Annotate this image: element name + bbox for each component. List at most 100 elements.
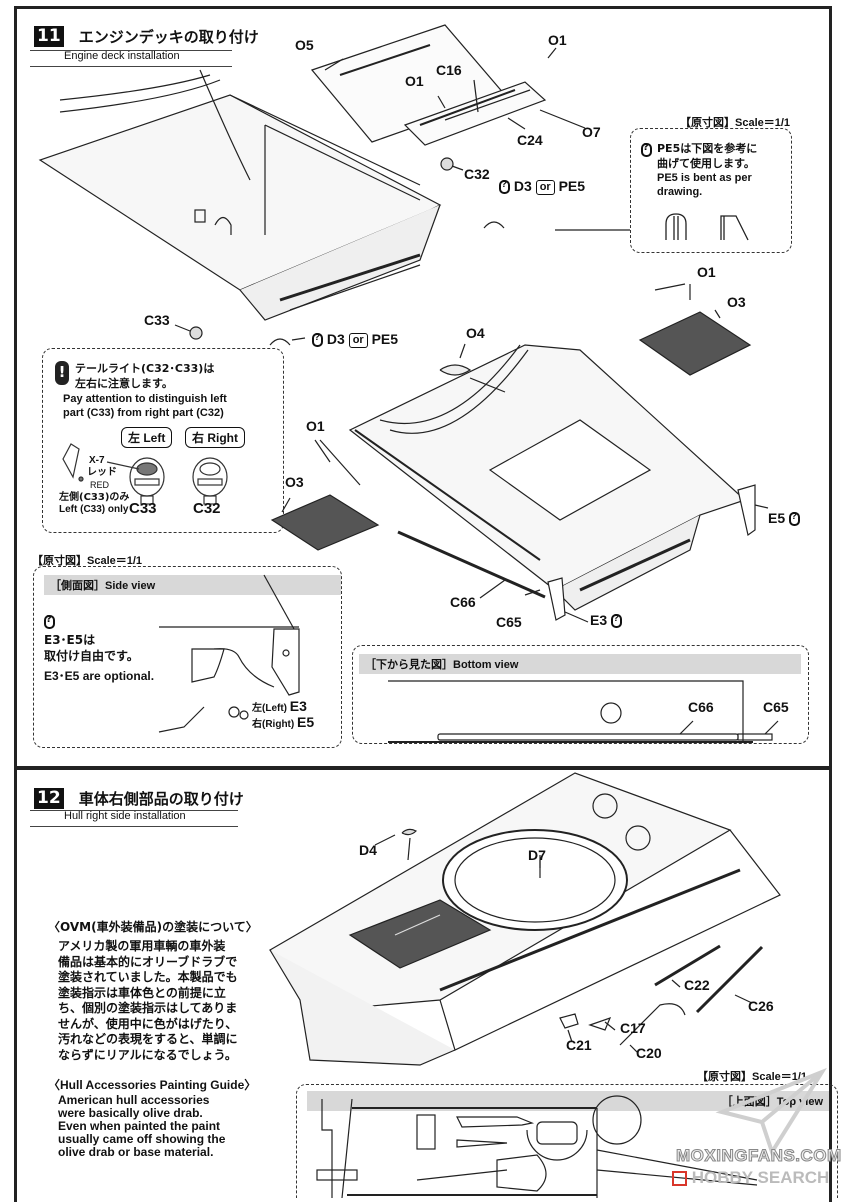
- ovm-note-title-jp: 〈OVM(車外装備品)の塗装について〉: [48, 920, 258, 934]
- part-label-pe5: PE5: [558, 178, 586, 194]
- optional-icon: [789, 511, 801, 527]
- pe5-note-box: PE5は下図を参考に 曲げて使用します。 PE5 is bent as per …: [630, 128, 792, 253]
- part-label-o3: O3: [285, 474, 304, 490]
- part-label-e5: E5: [768, 510, 801, 527]
- pe5-note-jp-2: 曲げて使用します。: [657, 157, 755, 170]
- pe5-note-text: PE5は下図を参考に 曲げて使用します。 PE5 is bent as per …: [641, 141, 777, 199]
- part-label-c22: C22: [684, 977, 710, 993]
- step12-header: 12 車体右側部品の取り付け: [34, 788, 244, 809]
- ovm-note-jp-line: ならずにリアルになるでしょう。: [58, 1047, 237, 1062]
- part-label-c32: C32: [464, 166, 490, 182]
- part-label-o1: O1: [405, 73, 424, 89]
- top-view-box: ［上面図］Top view: [296, 1084, 838, 1199]
- hull-right-side-diagram: [269, 772, 781, 1066]
- part-label-c65: C65: [496, 614, 522, 630]
- ovm-note-jp-line: アメリカ製の軍用車輌の車外装: [58, 939, 226, 953]
- or-badge: or: [348, 332, 368, 348]
- side-view-jp-2: 取付け自由です。: [44, 649, 139, 663]
- ovm-note-jp-line: 塗装されていました。本製品でも: [58, 970, 238, 984]
- watermark-hobbysearch-text: HOBBY SEARCH: [691, 1168, 830, 1187]
- right-label: 右 Right: [185, 427, 245, 448]
- taillight-note-jp-1: テールライト(C32･C33)は: [75, 362, 215, 375]
- ovm-note-en-line: were basically olive drab.: [58, 1106, 203, 1120]
- optional-icon: [641, 142, 652, 157]
- ovm-note-en-line: Even when painted the paint: [58, 1119, 221, 1133]
- right-label-text: 右(Right): [252, 719, 295, 730]
- side-view-right-label: 右(Right) E5: [252, 715, 314, 732]
- top-view-header: ［上面図］Top view: [307, 1091, 829, 1111]
- taillight-note-en-1: Pay attention to distinguish left: [63, 393, 227, 405]
- part-label-pe5: PE5: [371, 331, 399, 347]
- part-label-c16: C16: [436, 62, 462, 78]
- optional-icon: [44, 614, 55, 629]
- part-label-c21: C21: [566, 1037, 592, 1053]
- part-label-d4: D4: [359, 842, 377, 858]
- left-label-text: 左(Left): [252, 703, 287, 714]
- left-only-jp: 左側(C33)のみ: [59, 492, 130, 503]
- ovm-note-en-line: American hull accessories: [58, 1093, 210, 1107]
- optional-icon: [611, 613, 623, 629]
- ovm-note-jp-line: 備品は基本的にオリーブドラブで: [58, 954, 238, 969]
- part-label-d3: D3: [326, 331, 345, 347]
- side-view-left-label: 左(Left) E3: [252, 699, 307, 716]
- ovm-note-body-jp: アメリカ製の軍用車輌の車外装 備品は基本的にオリーブドラブで 塗装されていました…: [58, 939, 238, 1063]
- side-view-scale-label: 【原寸図】Scale＝1/1: [32, 555, 143, 567]
- pe5-bend-diagram: [665, 213, 749, 241]
- part-label-o7: O7: [582, 124, 601, 140]
- part-label-c24: C24: [517, 132, 543, 148]
- ovm-note-en-line: olive drab or base material.: [58, 1145, 214, 1159]
- watermark-plane-logo: [715, 1067, 827, 1157]
- ovm-note-jp-line: 汚れなどの表現をすると、単調に: [58, 1032, 238, 1046]
- top-view-diagram: [316, 1095, 758, 1199]
- ovm-note-jp-line: 塗装指示は車体色との前提に立: [58, 985, 226, 1000]
- ovm-note-jp-line: ち、個別の塗装指示はしてありま: [58, 1001, 238, 1015]
- ovm-note-jp-line: せんが、使用中に色がはげたり、: [58, 1016, 238, 1031]
- bottom-view-header: ［下から見た図］Bottom view: [359, 654, 801, 674]
- watermark-h-icon: [672, 1171, 687, 1187]
- part-label-c65: C65: [763, 699, 789, 715]
- part-label-c20: C20: [636, 1045, 662, 1061]
- part-label-e5-text: E5: [768, 510, 786, 526]
- ovm-note-title-en: 〈Hull Accessories Painting Guide〉: [48, 1078, 257, 1092]
- part-label-c32: C32: [193, 500, 221, 517]
- watermark-moxingfans: MOXINGFANS.COM: [676, 1146, 842, 1166]
- taillight-note-jp-2: 左右に注意します。: [75, 377, 173, 390]
- part-label-o3: O3: [727, 294, 746, 310]
- step12-frame: [14, 768, 832, 1202]
- part-label-c26: C26: [748, 998, 774, 1014]
- part-label-c66: C66: [450, 594, 476, 610]
- d3-or-pe5-callout: D3 or PE5: [499, 178, 585, 195]
- step12-title-jp: 車体右側部品の取り付け: [78, 790, 244, 808]
- step12-title-en: Hull right side installation: [64, 810, 186, 822]
- engine-deck-diagram-rear: [270, 283, 769, 623]
- part-label-c66: C66: [688, 699, 714, 715]
- d3-or-pe5-callout: D3 or PE5: [312, 331, 398, 348]
- pe5-note-jp-1: PE5は下図を参考に: [657, 142, 758, 155]
- taillight-note-box: ! テールライト(C32･C33)は 左右に注意します。 Pay attenti…: [42, 348, 284, 533]
- warning-icon: !: [55, 361, 69, 385]
- part-label-d3: D3: [513, 178, 532, 194]
- paint-name-jp: レッド: [87, 467, 117, 478]
- taillight-note-en-2: part (C33) from right part (C32): [63, 407, 224, 419]
- step12-rule-bottom: [30, 826, 238, 827]
- step11-rule-bottom: [30, 66, 232, 67]
- part-label-e3: E3: [590, 612, 623, 629]
- ovm-note-en-line: usually came off showing the: [58, 1132, 226, 1146]
- part-label-c33: C33: [144, 312, 170, 328]
- part-label-o1: O1: [548, 32, 567, 48]
- step11-title-en: Engine deck installation: [64, 50, 180, 62]
- ovm-note-body-en: American hull accessories were basically…: [58, 1094, 225, 1159]
- part-label-o1: O1: [306, 418, 325, 434]
- part-label-d7: D7: [528, 847, 546, 863]
- step12-number: 12: [34, 788, 64, 809]
- step11-number: 11: [34, 26, 64, 47]
- paint-code: X-7: [89, 455, 105, 466]
- step11-header: 11 エンジンデッキの取り付け: [34, 26, 259, 47]
- step11-rule-top: [30, 50, 232, 51]
- part-label-o1: O1: [697, 264, 716, 280]
- optional-icon: [499, 179, 510, 195]
- part-label-e3: E3: [289, 698, 307, 714]
- bottom-view-box: ［下から見た図］Bottom view C66 C65: [352, 645, 809, 744]
- engine-deck-diagram-top: [38, 24, 630, 346]
- watermark-hobbysearch: HOBBY SEARCH: [672, 1168, 829, 1188]
